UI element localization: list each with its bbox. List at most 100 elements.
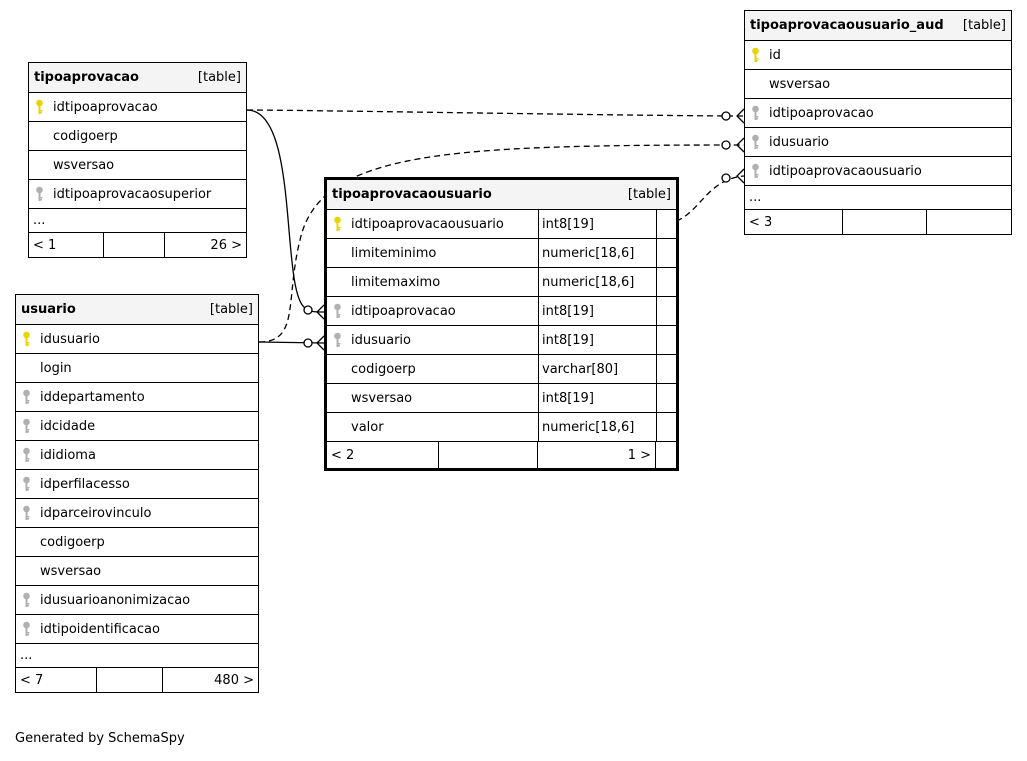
more-columns: ... [16, 644, 258, 668]
column-name: idusuario [351, 332, 411, 348]
table-tipoaprovacao[interactable]: tipoaprovacao [table] idtipoaprovacao cod… [28, 62, 247, 258]
column-name: idtipoaprovacao [769, 105, 874, 121]
edge-tipoaprovacao-to-aud [246, 109, 745, 117]
column-name: ididioma [40, 447, 96, 463]
column-row[interactable]: idtipoaprovacao [29, 93, 246, 122]
foreign-key-icon [16, 389, 36, 405]
parents-count[interactable]: < 3 [745, 210, 843, 234]
column-name: idtipoaprovacaousuario [769, 163, 922, 179]
primary-key-icon [745, 47, 765, 63]
column-name: limitemaximo [351, 274, 441, 290]
foreign-key-icon [745, 163, 765, 179]
children-count[interactable] [927, 210, 1011, 234]
foreign-key-icon [29, 186, 49, 202]
column-row[interactable]: wsversao [16, 557, 258, 586]
column-name: codigoerp [40, 534, 105, 550]
column-name: idtipoaprovacao [351, 303, 456, 319]
column-row[interactable]: wsversao [29, 151, 246, 180]
column-row[interactable]: idusuario [745, 128, 1011, 157]
foreign-key-icon [16, 592, 36, 608]
table-name: tipoaprovacaousuario [332, 187, 492, 202]
table-header: tipoaprovacaousuario [table] [327, 180, 676, 210]
column-row[interactable]: idtipoaprovacaosuperior [29, 180, 246, 209]
children-count[interactable]: 26 > [210, 237, 242, 253]
table-footer: < 3 [745, 210, 1011, 234]
table-header: tipoaprovacao [table] [29, 63, 246, 93]
table-header: tipoaprovacaousuario_aud [table] [745, 11, 1011, 41]
column-row[interactable]: idtipoaprovacao [745, 99, 1011, 128]
children-count[interactable]: 1 > [538, 442, 656, 468]
column-name: valor [351, 419, 384, 435]
table-footer: < 7 480 > [16, 668, 258, 692]
column-row[interactable]: idusuarioanonimizacao [16, 586, 258, 615]
foreign-key-icon [327, 303, 347, 319]
footer-spacer [656, 442, 676, 468]
column-row[interactable]: idtipoaprovacaousuario [745, 157, 1011, 186]
table-type: [table] [209, 302, 253, 317]
column-spacer [656, 413, 676, 441]
column-row[interactable]: idparceirovinculo [16, 499, 258, 528]
column-row[interactable]: ididioma [16, 441, 258, 470]
column-name: idtipoaprovacaousuario [351, 216, 504, 232]
column-name: wsversao [351, 390, 413, 406]
column-name: id [769, 47, 781, 63]
table-type: [table] [962, 18, 1006, 33]
foreign-key-icon [16, 621, 36, 637]
column-spacer [656, 384, 676, 412]
children-count[interactable]: 480 > [214, 672, 254, 688]
column-name: idparceirovinculo [40, 505, 152, 521]
more-columns: ... [29, 209, 246, 233]
column-row[interactable]: wsversao [745, 70, 1011, 99]
column-name: wsversao [53, 157, 115, 173]
column-name: idperfilacesso [40, 476, 130, 492]
column-name: idtipoaprovacaosuperior [53, 186, 212, 202]
column-name: idusuario [769, 134, 829, 150]
column-name: codigoerp [53, 128, 118, 144]
column-row[interactable]: codigoerp [29, 122, 246, 151]
foreign-key-icon [16, 447, 36, 463]
column-row[interactable]: login [16, 354, 258, 383]
column-type: numeric[18,6] [538, 268, 656, 296]
table-tipoaprovacaousuario-aud[interactable]: tipoaprovacaousuario_aud [table] id wsver… [744, 10, 1012, 235]
column-name: login [40, 360, 72, 376]
column-row[interactable]: codigoerp [16, 528, 258, 557]
column-row[interactable]: iddepartamento [16, 383, 258, 412]
table-usuario[interactable]: usuario [table] idusuario login iddepartam… [15, 294, 259, 693]
foreign-key-icon [16, 505, 36, 521]
column-row[interactable]: id [745, 41, 1011, 70]
foreign-key-icon [327, 332, 347, 348]
column-row[interactable]: idcidade [16, 412, 258, 441]
table-name: usuario [21, 302, 76, 317]
column-row[interactable]: codigoerp varchar[80] [327, 355, 676, 384]
table-name: tipoaprovacao [34, 70, 139, 85]
parents-count[interactable]: < 7 [16, 668, 97, 692]
column-row[interactable]: limitemaximo numeric[18,6] [327, 268, 676, 297]
column-spacer [656, 297, 676, 325]
column-name: idtipoaprovacao [53, 99, 158, 115]
table-type: [table] [627, 187, 671, 202]
column-name: codigoerp [351, 361, 416, 377]
table-tipoaprovacaousuario[interactable]: tipoaprovacaousuario [table] idtipoaprov… [324, 177, 679, 471]
primary-key-icon [16, 331, 36, 347]
column-row[interactable]: idusuario [16, 325, 258, 354]
foreign-key-icon [16, 476, 36, 492]
column-row[interactable]: valor numeric[18,6] [327, 413, 676, 442]
parents-count[interactable]: < 1 [29, 233, 104, 257]
primary-key-icon [327, 216, 347, 232]
column-spacer [656, 210, 676, 238]
footer-middle [97, 668, 163, 692]
more-columns: ... [745, 186, 1011, 210]
primary-key-icon [29, 99, 49, 115]
column-row[interactable]: idtipoidentificacao [16, 615, 258, 644]
column-row[interactable]: idperfilacesso [16, 470, 258, 499]
column-type: numeric[18,6] [538, 413, 656, 441]
column-name: wsversao [40, 563, 102, 579]
table-header: usuario [table] [16, 295, 258, 325]
parents-count[interactable]: < 2 [327, 442, 439, 468]
column-type: varchar[80] [538, 355, 656, 383]
